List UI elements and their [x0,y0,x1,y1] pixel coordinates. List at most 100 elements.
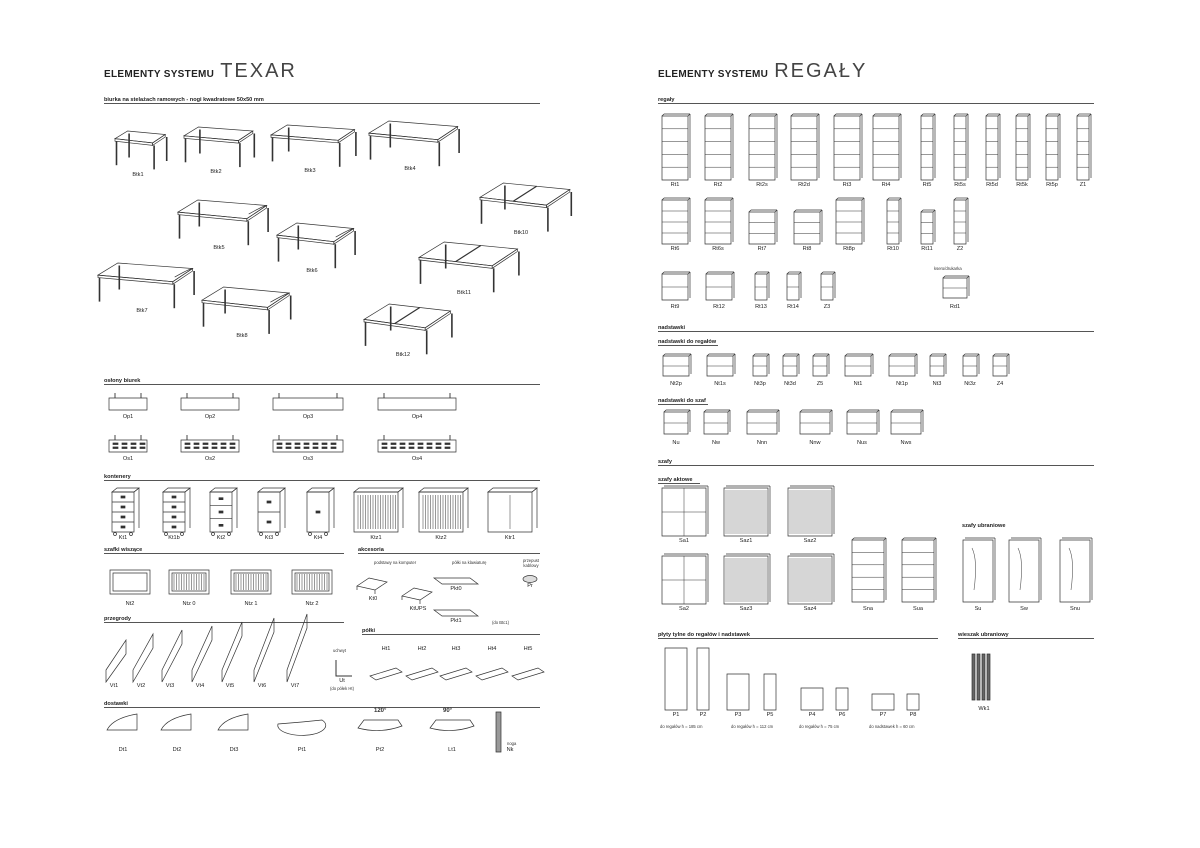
desk-edge [202,300,268,310]
cpu-stand [357,578,387,590]
divider [658,331,1094,332]
screen-perforation [322,443,327,445]
wardrobe-body [1009,540,1039,602]
castor [325,533,328,536]
desk-label: Btk10 [513,230,529,236]
shelving-edge [921,210,923,212]
screen-perforation [409,447,414,449]
extension-label: Dt1 [118,747,128,753]
screen-perforation [131,447,136,449]
drawer-handle [172,526,176,528]
drawer-handle [316,511,320,513]
screen-perforation [140,443,145,445]
section-dostawki: dostawki [104,701,128,707]
desk-edge [173,269,193,285]
leg-label: Nk [506,747,514,753]
desk-label: Btk12 [395,352,411,358]
screen-panel [109,398,147,410]
screen-perforation [382,443,387,445]
desk-curve [336,229,354,238]
shelving-edge [706,272,708,274]
partition-label: Vt7 [290,683,300,689]
screen-perforation [203,447,208,449]
back-panel [764,674,776,710]
printer-stand-label: Rd1 [949,304,961,310]
keyboard-shelf [434,578,478,584]
wardrobe-body [963,540,993,602]
section-regaly: regały [658,97,675,103]
shelving-edge [902,538,904,540]
shelving-edge [852,538,854,540]
divider [658,483,700,484]
shelving-label: Rt4 [881,182,891,188]
wardrobe-body [1060,540,1090,602]
hanging-body [292,570,332,594]
partition-label: Vt6 [257,683,267,689]
shelving-label: Rt5p [1046,182,1058,188]
desk-curve [175,269,193,278]
shelf-label: Ht3 [451,646,461,652]
section-polki: półki [362,628,376,634]
section-plyty: płyty tylne do regałów i nadstawek [658,632,751,638]
screen-perforation [331,447,336,449]
right-header-small: ELEMENTY SYSTEMU [658,69,769,80]
desk-edge [546,190,569,208]
screen-perforation [212,443,217,445]
hanging-body [231,570,271,594]
extension-top [161,714,191,730]
cabinet-extension-label: Nu [672,440,680,446]
screen-perforation [295,447,300,449]
shelving-edge [834,114,836,116]
screen-perforation [418,443,423,445]
desk-label: Btk1 [132,172,144,178]
screen-perforation [391,443,396,445]
screen-perforation [185,443,190,445]
back-panel [727,674,749,710]
shelving-unit [749,212,775,244]
screen-perforation [140,447,145,449]
screen-panel [181,398,239,410]
desk-curve [249,206,267,215]
shelving-unit [749,116,775,180]
screen-panel [378,398,456,410]
partition-label: Vt2 [136,683,146,689]
shelving-edge [662,114,664,116]
shelving-unit [834,116,860,180]
accessory-label: Pr [527,583,533,589]
file-cabinet-label: Saz4 [803,606,817,612]
back-panel-label: P1 [672,712,680,718]
garment-drawing [972,548,976,590]
drawer-handle [267,521,271,523]
divider [658,345,718,346]
castor [260,533,263,536]
extension-label: Dt2 [172,747,182,753]
back-panel-label: P4 [808,712,816,718]
shelving-label: Rt6s [712,246,724,252]
drawer-handle [121,526,125,528]
divider [104,384,540,385]
shelving-edge [1077,114,1079,116]
extension-label: Pt1 [297,747,307,753]
shelving-label: Rt2 [713,182,723,188]
note-ksero: ksero/drukarka [934,266,962,271]
extension-label: Dt3 [229,747,239,753]
desk-edge [178,212,247,221]
desk-edge [277,235,334,244]
file-cabinet-label: Saz1 [739,538,753,544]
hanging-body [169,570,209,594]
screen-perforation [436,443,441,445]
extension-top [278,720,326,735]
note-polki-klaw: półki na klawiaturę [452,560,487,565]
container-edge [329,488,334,492]
divider [958,638,1094,639]
shelving-label: Rt3 [842,182,852,188]
keyboard-shelf [434,610,478,616]
hanging-label: Ntz 0 [182,601,196,607]
drawer-handle [219,511,223,513]
divider [658,103,1094,104]
cpu-stand [402,588,432,600]
container-label: Kt4 [313,535,323,541]
screen-perforation [304,447,309,449]
screen-perforation [122,443,127,445]
castor [212,533,215,536]
